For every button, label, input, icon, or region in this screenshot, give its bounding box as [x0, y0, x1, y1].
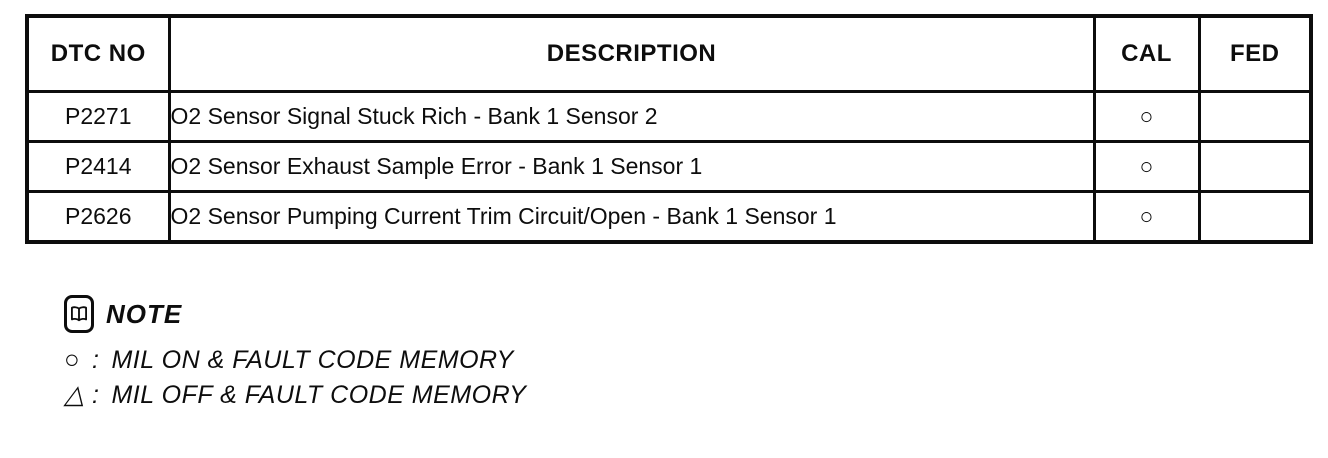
column-header-dtc-no: DTC NO [25, 14, 171, 93]
description-cell: O2 Sensor Signal Stuck Rich - Bank 1 Sen… [167, 90, 1096, 143]
fed-status-cell [1197, 90, 1313, 143]
dtc-code-cell: P2626 [25, 190, 171, 244]
note-section-header: NOTE [64, 295, 182, 333]
circle-symbol: ○ [64, 344, 81, 374]
dtc-code-cell: P2271 [25, 90, 171, 143]
description-cell: O2 Sensor Exhaust Sample Error - Bank 1 … [167, 140, 1096, 193]
note-title: NOTE [106, 298, 183, 329]
column-header-fed: FED [1197, 14, 1313, 93]
dtc-code-cell: P2414 [25, 140, 171, 193]
column-header-cal: CAL [1092, 14, 1201, 93]
legend-mil-off: △ : MIL OFF & FAULT CODE MEMORY [64, 379, 526, 410]
table-row: P2271 O2 Sensor Signal Stuck Rich - Bank… [25, 90, 1313, 143]
fed-status-cell [1197, 140, 1313, 193]
legend-mil-on: ○ : MIL ON & FAULT CODE MEMORY [64, 344, 514, 375]
open-book-icon [64, 295, 94, 333]
legend-separator: : [92, 381, 100, 409]
fed-status-cell [1197, 190, 1313, 244]
description-cell: O2 Sensor Pumping Current Trim Circuit/O… [167, 190, 1096, 244]
triangle-symbol: △ [64, 379, 85, 409]
column-header-description: DESCRIPTION [167, 14, 1096, 93]
legend-separator: : [92, 346, 100, 374]
dtc-table: DTC NO DESCRIPTION CAL FED P2271 O2 Sens… [25, 14, 1313, 244]
table-header-row: DTC NO DESCRIPTION CAL FED [25, 14, 1313, 93]
table-row: P2414 O2 Sensor Exhaust Sample Error - B… [25, 140, 1313, 193]
cal-status-cell: ○ [1092, 140, 1201, 193]
legend-text: MIL OFF & FAULT CODE MEMORY [111, 381, 527, 409]
cal-status-cell: ○ [1092, 90, 1201, 143]
table-row: P2626 O2 Sensor Pumping Current Trim Cir… [25, 190, 1313, 244]
legend-text: MIL ON & FAULT CODE MEMORY [111, 346, 514, 374]
cal-status-cell: ○ [1092, 190, 1201, 244]
